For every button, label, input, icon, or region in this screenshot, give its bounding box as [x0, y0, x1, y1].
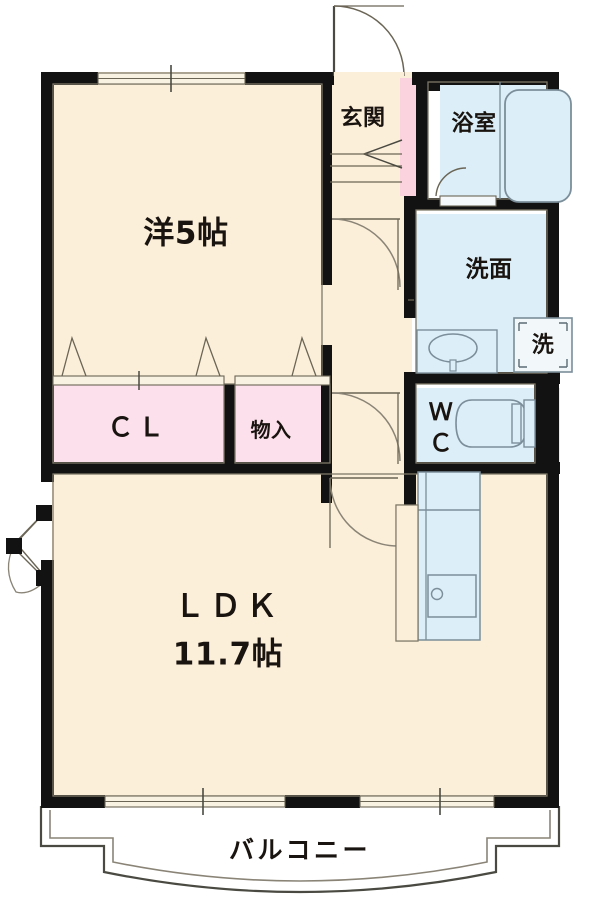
wall-entrance-bath-v	[416, 78, 428, 206]
storage-door[interactable]	[234, 335, 331, 386]
wall-hall-right-upper	[404, 196, 416, 318]
entrance-label: 玄関	[340, 106, 386, 131]
balcony-outline	[39, 806, 561, 894]
wall-closet-top	[224, 384, 235, 468]
wall-washroom-bottom	[404, 372, 560, 384]
wall-wc-bottom	[404, 462, 560, 474]
closet-label: ＣＬ	[107, 413, 169, 443]
entrance-door[interactable]	[332, 5, 405, 78]
ldk-balcony-window	[104, 788, 495, 815]
bath-door[interactable]	[435, 167, 497, 207]
wall-wc-right	[534, 384, 547, 464]
wall-right	[546, 72, 559, 808]
wall-bottom-right	[494, 795, 559, 808]
washer-label: 洗	[531, 333, 555, 358]
bath-label-text: 浴室	[451, 111, 497, 137]
kitchen-counter	[395, 471, 481, 642]
washroom-label: 洗面	[465, 256, 513, 283]
bath-label: 浴室	[452, 112, 497, 139]
wall-bottom-left	[41, 795, 105, 808]
wall-hall-right-lower	[404, 380, 416, 472]
closet-doors[interactable]	[52, 335, 225, 390]
balcony	[39, 806, 561, 894]
toilet-label-c: Ｃ	[428, 429, 454, 457]
wall-top-left	[41, 72, 98, 85]
balcony-inner-edge	[49, 810, 551, 882]
wall-closet-bottom	[41, 462, 331, 474]
room-fills	[52, 72, 560, 806]
toilet-label-w: Ｗ	[428, 398, 454, 426]
bedroom-window	[97, 65, 246, 92]
wall-left-lower	[41, 560, 54, 808]
storage-fill	[234, 384, 328, 468]
wall-left-upper	[41, 72, 54, 482]
wall-bottom-mid	[285, 795, 360, 808]
ldk-label: ＬＤＫ	[174, 588, 282, 625]
closet-fill	[52, 384, 224, 468]
bedroom-label: 洋5帖	[143, 215, 229, 252]
washer-space	[513, 317, 573, 373]
ldk-hall-door[interactable]	[331, 392, 401, 464]
wall-top-entrance-left	[328, 72, 334, 85]
ldk-size-label: 11.7帖	[172, 636, 284, 673]
wall-hall-left-mid	[321, 345, 332, 467]
bedroom-fill	[52, 72, 328, 384]
entrance-hall-door[interactable]	[330, 139, 403, 183]
wall-bath-top	[440, 72, 548, 82]
wall-top-mid	[245, 72, 329, 85]
ldk-outline	[52, 473, 548, 797]
vanity-sink	[416, 329, 498, 374]
interior-walls	[41, 72, 560, 506]
balcony-label: バルコニー	[228, 835, 372, 865]
kitchen-sink	[427, 574, 477, 618]
bathtub	[499, 82, 572, 203]
shoe-closet-fill	[400, 78, 416, 196]
ldk-corner-window	[6, 505, 52, 594]
wall-hall-left-lower	[321, 467, 332, 503]
toilet-bowl	[455, 399, 536, 448]
storage-label: 物入	[250, 418, 292, 442]
bedroom-door[interactable]	[331, 218, 401, 290]
wall-hall-left-upper	[321, 85, 332, 285]
wall-kitchen-left	[404, 474, 416, 506]
